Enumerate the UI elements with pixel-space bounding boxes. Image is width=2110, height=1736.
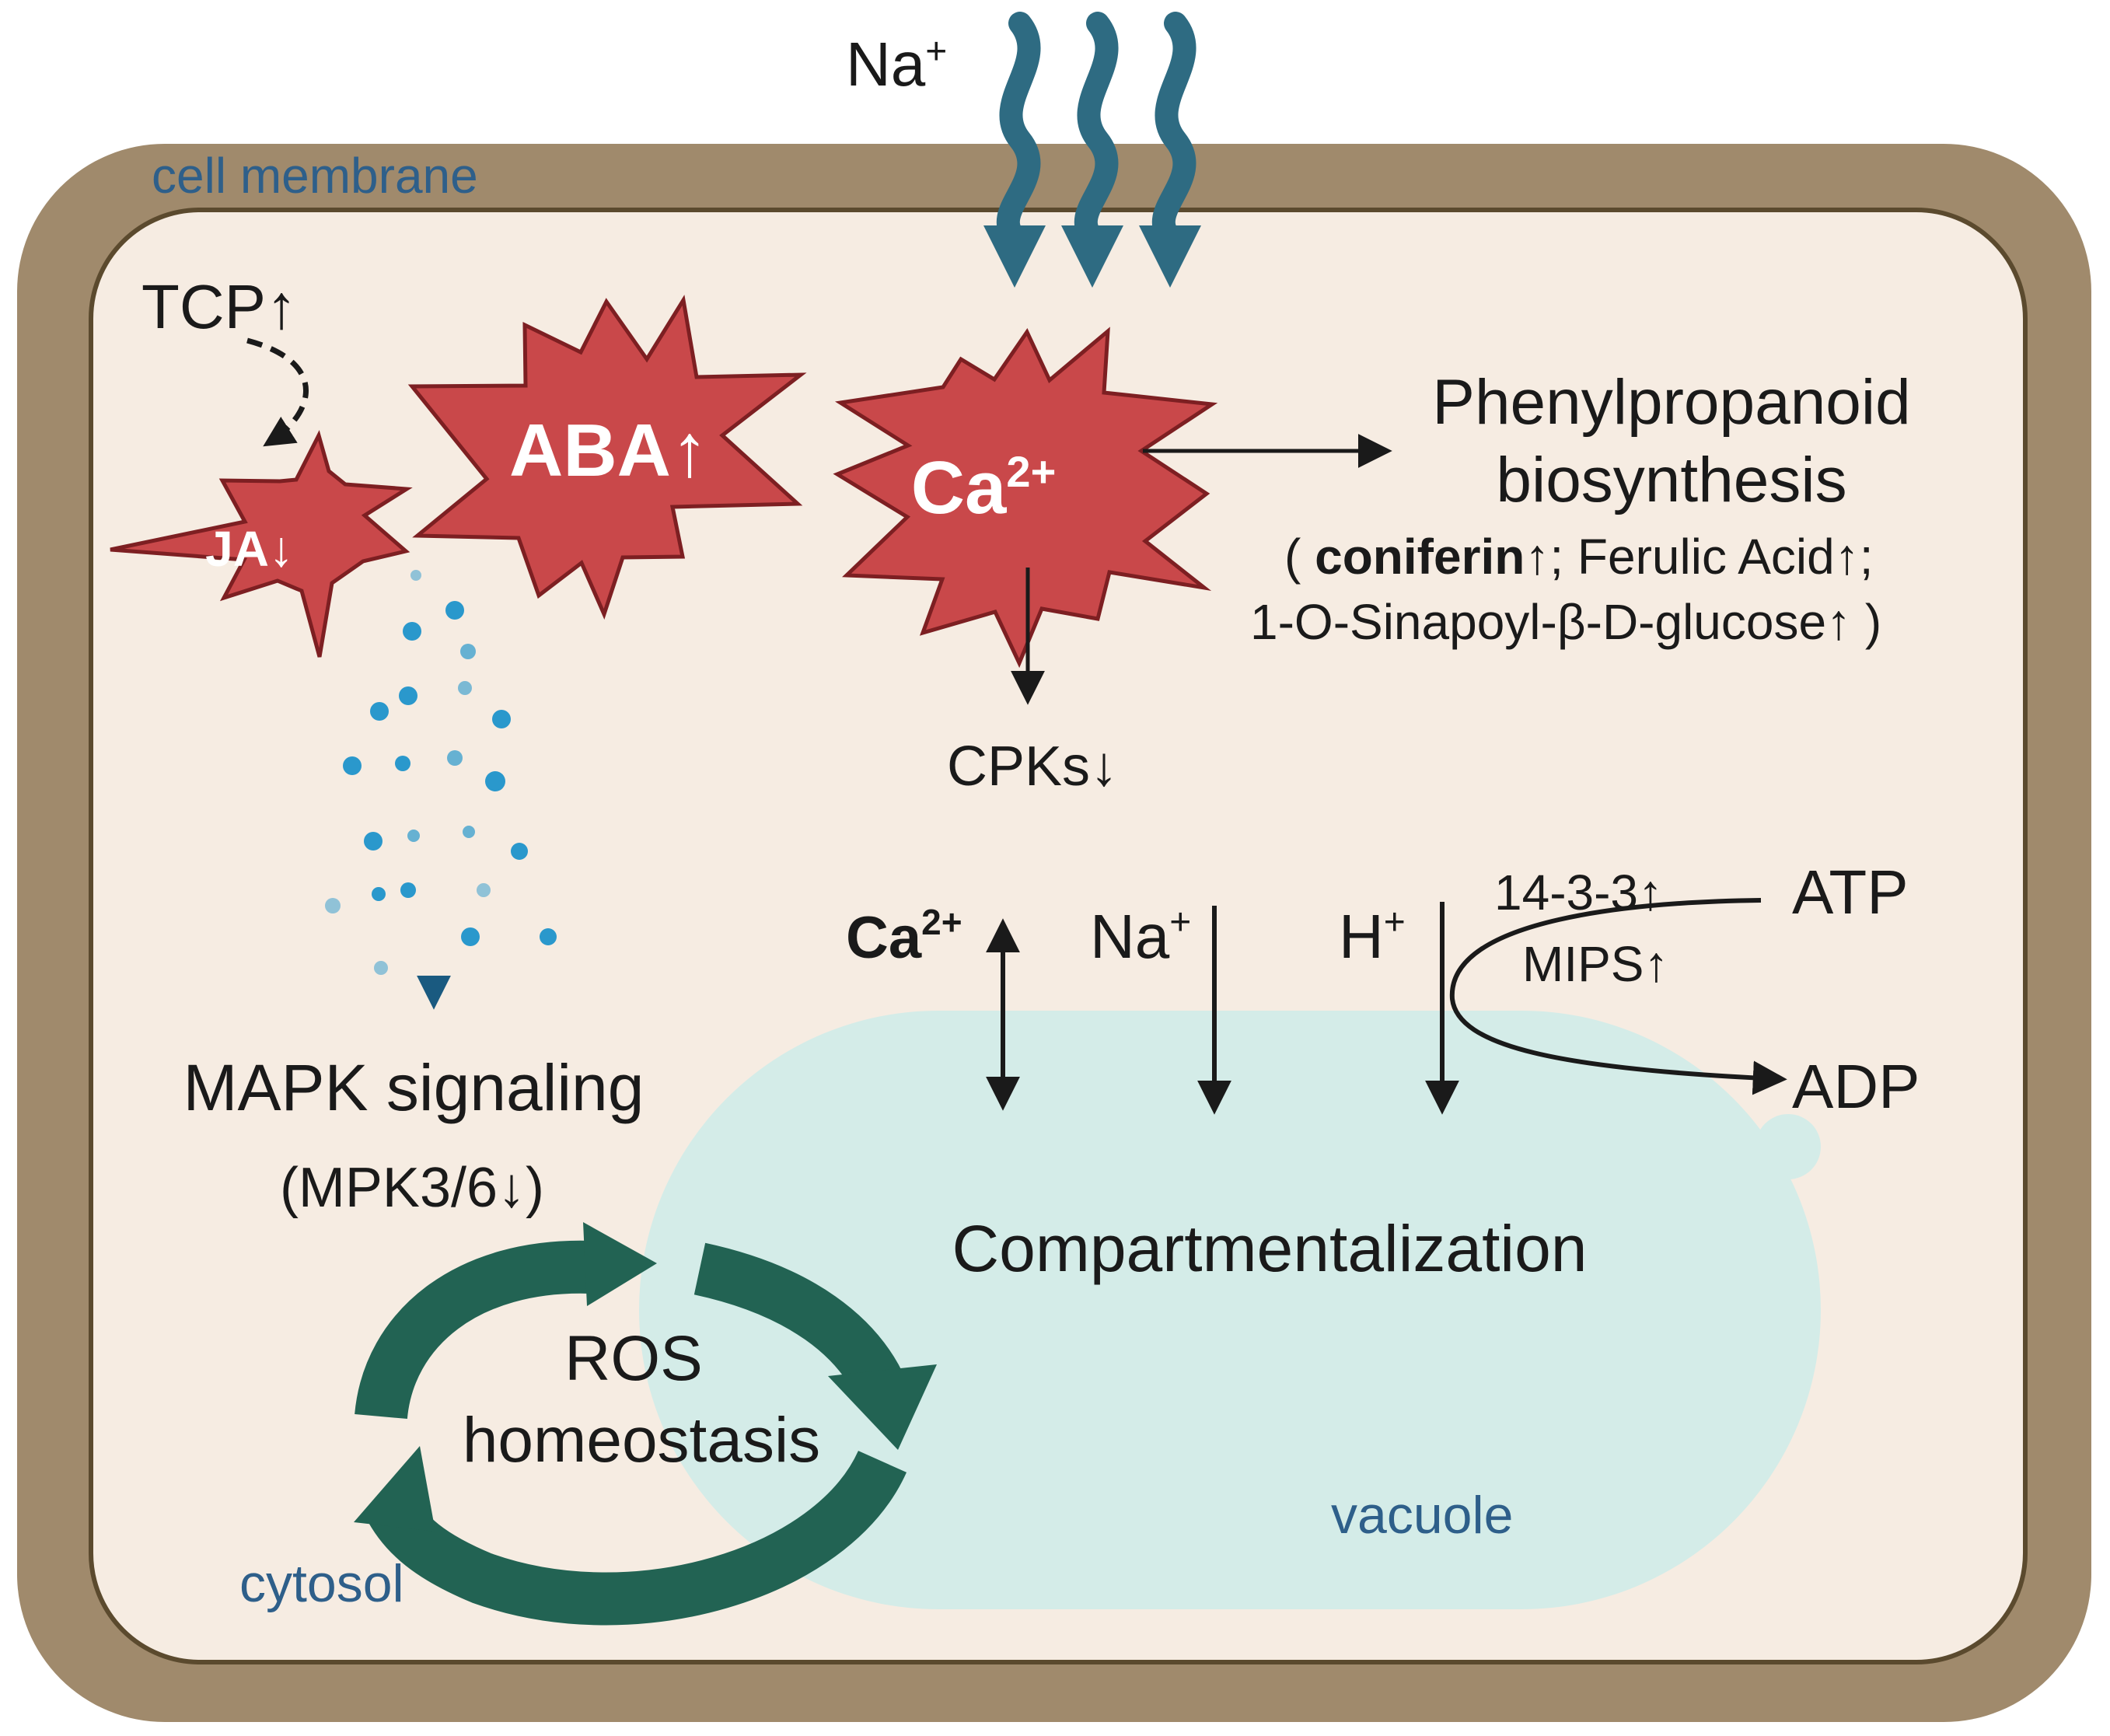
phenyl-title-line2: biosynthesis bbox=[1496, 445, 1846, 515]
p1433-label: 14-3-3↑ bbox=[1494, 865, 1663, 920]
ca-channel-label: Ca2+ bbox=[846, 902, 962, 971]
mips-label: MIPS↑ bbox=[1522, 936, 1668, 992]
na-influx-label: Na+ bbox=[846, 30, 947, 99]
cell-membrane-label: cell membrane bbox=[152, 148, 478, 204]
na-channel-label: Na+ bbox=[1090, 902, 1191, 971]
phenyl-metabolites-line1: ( coniferin↑; Ferulic Acid↑; bbox=[1284, 529, 1873, 585]
phenyl-metabolites-line2: 1-O-Sinapoyl-β-D-glucose↑ ) bbox=[1250, 594, 1881, 650]
tcp-label: TCP↑ bbox=[141, 272, 297, 341]
na-influx-waves bbox=[996, 12, 1196, 249]
tcp-to-ja-arrow bbox=[246, 337, 309, 447]
cytosol-label: cytosol bbox=[239, 1554, 404, 1613]
aba-star bbox=[407, 295, 807, 620]
mpk-label: (MPK3/6↓) bbox=[280, 1157, 544, 1219]
aba-label: ABA↑ bbox=[509, 409, 708, 492]
signal-dots bbox=[325, 570, 557, 975]
ros-cycle bbox=[355, 1240, 907, 1626]
phenyl-title-line1: Phenylpropanoid bbox=[1432, 367, 1910, 438]
vacuole bbox=[639, 1011, 1821, 1609]
ros-cycle-arrowheads bbox=[354, 1222, 937, 1532]
h-channel-label: H+ bbox=[1339, 902, 1406, 971]
ca-star bbox=[833, 327, 1218, 669]
compartmentalization-label: Compartmentalization bbox=[952, 1212, 1587, 1285]
ros-label-line2: homeostasis bbox=[463, 1405, 820, 1476]
atp-label: ATP bbox=[1792, 858, 1909, 927]
mapk-label: MAPK signaling bbox=[183, 1051, 645, 1124]
na-influx-arrowheads bbox=[983, 225, 1201, 288]
ja-star bbox=[110, 430, 413, 658]
ca-star-label: Ca2+ bbox=[911, 446, 1057, 529]
vacuole-label: vacuole bbox=[1331, 1486, 1513, 1545]
cpks-label: CPKs↓ bbox=[947, 735, 1118, 798]
ja-label: JA↓ bbox=[205, 521, 294, 577]
atp-adp-arrow bbox=[1449, 898, 1787, 1095]
adp-label: ADP bbox=[1792, 1052, 1920, 1121]
ros-label-line1: ROS bbox=[564, 1323, 703, 1394]
